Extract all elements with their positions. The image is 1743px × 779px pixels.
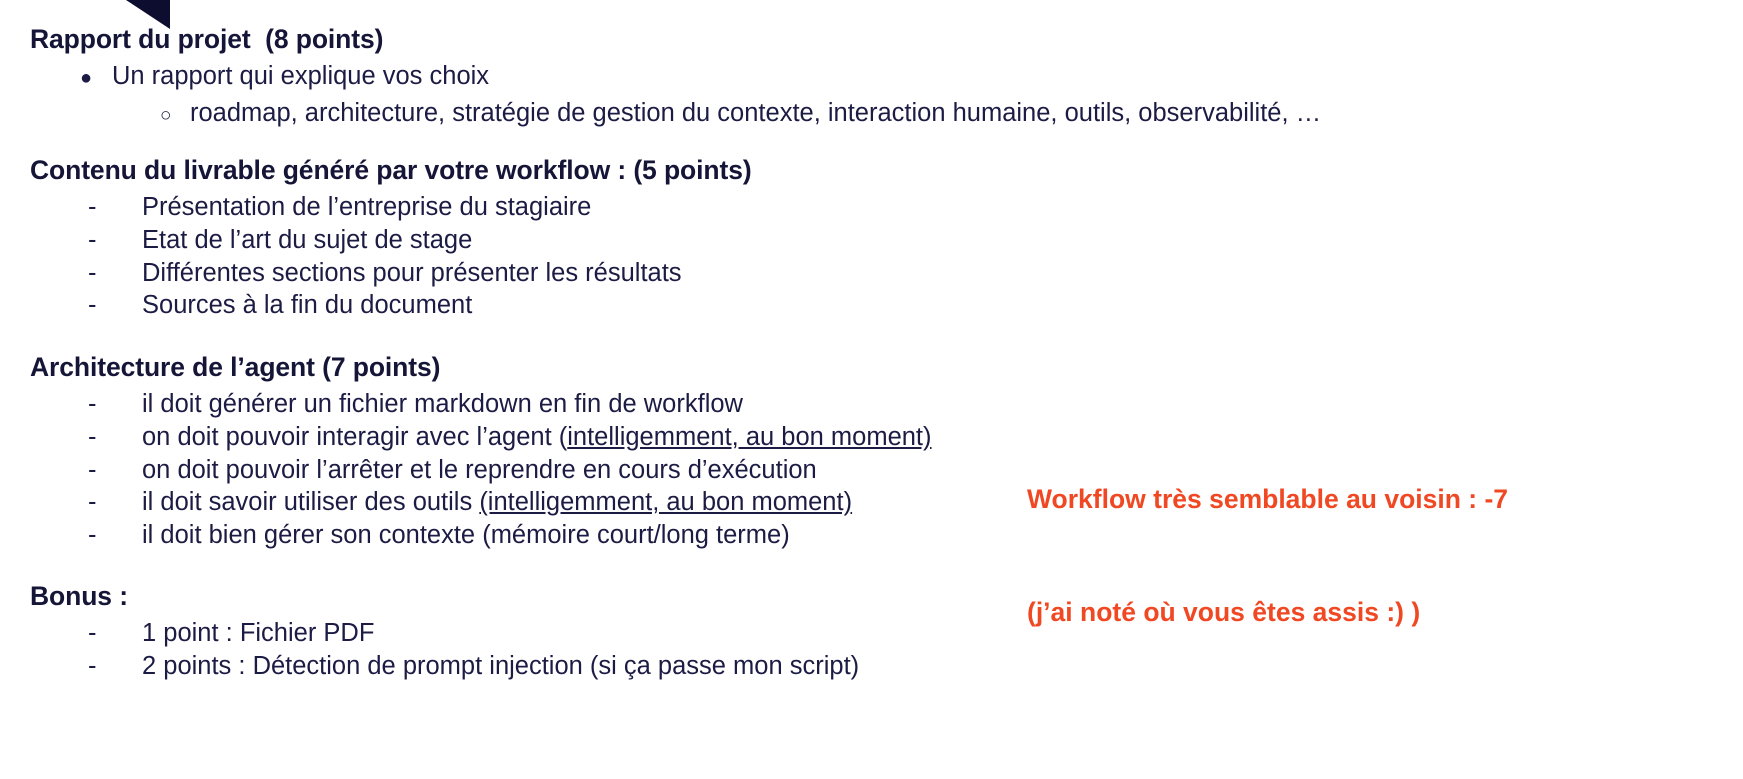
list-item: - on doit pouvoir l’arrêter et le repren… [30, 454, 932, 487]
bullet-dash-icon: - [88, 652, 97, 681]
list-item-label: il doit savoir utiliser des outils (inte… [142, 486, 852, 519]
list-item-label: on doit pouvoir l’arrêter et le reprendr… [142, 455, 817, 484]
list-item-label: Présentation de l’entreprise du stagiair… [142, 193, 592, 222]
bullet-dash-icon: - [88, 258, 97, 287]
list-item-label: 1 point : Fichier PDF [142, 619, 375, 648]
list-item-label: Différentes sections pour présenter les … [142, 258, 682, 287]
list-item: ● Un rapport qui explique vos choix [30, 60, 1321, 93]
list-item: - il doit générer un fichier markdown en… [30, 388, 932, 421]
list-item-label: il doit bien gérer son contexte (mémoire… [142, 520, 790, 549]
grading-annotation: Workflow très semblable au voisin : -7 (… [1027, 406, 1508, 707]
list-item: - 1 point : Fichier PDF [30, 617, 859, 650]
list-item: - il doit bien gérer son contexte (mémoi… [30, 519, 932, 552]
bullet-circle-icon: ○ [160, 105, 172, 127]
list-item: - il doit savoir utiliser des outils (in… [30, 486, 932, 519]
list-item-label: on doit pouvoir interagir avec l’agent (… [142, 421, 932, 454]
list-item: - Différentes sections pour présenter le… [30, 257, 752, 290]
bullet-dash-icon: - [88, 488, 97, 517]
section-contenu-du-livrable: Contenu du livrable généré par votre wor… [30, 155, 752, 322]
list-item-label: il doit générer un fichier markdown en f… [142, 390, 743, 419]
bullet-dash-icon: - [88, 390, 97, 419]
section-heading: Rapport du projet (8 points) [30, 24, 384, 54]
list-item: ○ roadmap, architecture, stratégie de ge… [30, 97, 1321, 130]
grading-annotation-line-1: Workflow très semblable au voisin : -7 [1027, 484, 1509, 515]
list-item-label: Etat de l’art du sujet de stage [142, 226, 473, 255]
list-item-label: roadmap, architecture, stratégie de gest… [190, 99, 1322, 128]
list-item: - Présentation de l’entreprise du stagia… [30, 191, 752, 224]
bullet-dash-icon: - [88, 423, 97, 452]
list-item: - Etat de l’art du sujet de stage [30, 224, 752, 257]
bullet-dash-icon: - [88, 520, 97, 549]
section-heading: Contenu du livrable généré par votre wor… [30, 155, 752, 185]
list-item: - Sources à la fin du document [30, 289, 752, 322]
list-item: - on doit pouvoir interagir avec l’agent… [30, 421, 932, 454]
list-item-label: 2 points : Détection de prompt injection… [142, 652, 860, 681]
bullet-dash-icon: - [88, 619, 97, 648]
grading-annotation-line-2: (j’ai noté où vous êtes assis :) ) [1027, 597, 1421, 628]
section-architecture-de-lagent: Architecture de l’agent (7 points) - il … [30, 352, 932, 552]
list-item-text-plain: il doit savoir utiliser des outils [142, 488, 480, 517]
bullet-dash-icon: - [88, 226, 97, 255]
list-item-label: Un rapport qui explique vos choix [112, 62, 490, 91]
list-item-text-underlined: (intelligemment, au bon moment) [479, 488, 853, 517]
bullet-dash-icon: - [88, 193, 97, 222]
section-rapport-du-projet: Rapport du projet (8 points) ● Un rappor… [30, 24, 1321, 130]
list-item-label: Sources à la fin du document [142, 291, 473, 320]
bullet-disc-icon: ● [80, 67, 93, 90]
list-item-text-plain: on doit pouvoir interagir avec l’agent ( [142, 423, 568, 452]
list-item: - 2 points : Détection de prompt injecti… [30, 650, 859, 683]
section-bonus: Bonus : - 1 point : Fichier PDF - 2 poin… [30, 581, 859, 683]
section-heading: Architecture de l’agent (7 points) [30, 352, 441, 382]
list-item-text-underlined: intelligemment, au bon moment) [567, 423, 932, 452]
section-heading: Bonus : [30, 581, 128, 611]
bullet-dash-icon: - [88, 455, 97, 484]
bullet-dash-icon: - [88, 291, 97, 320]
